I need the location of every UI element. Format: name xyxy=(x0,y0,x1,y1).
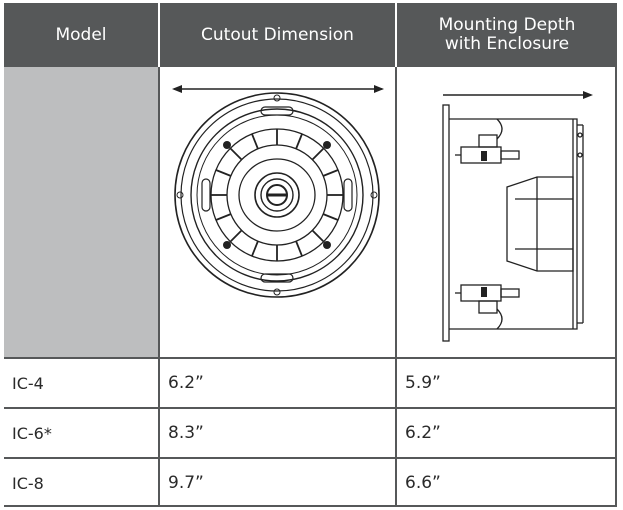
grid-line xyxy=(395,3,397,67)
table-row-model: IC-8 xyxy=(4,459,158,507)
grid-line xyxy=(615,67,617,507)
table-row-model: IC-4 xyxy=(4,359,158,407)
speaker-front-view-icon xyxy=(172,85,384,298)
cutout-diagram-cell xyxy=(160,67,395,357)
table-row-depth: 6.2” xyxy=(397,409,617,457)
grid-line xyxy=(395,3,397,507)
header-mounting-depth: Mounting Depth with Enclosure xyxy=(397,3,617,67)
grid-line xyxy=(4,407,617,409)
grid-line xyxy=(4,505,617,507)
table-row-cutout: 9.7” xyxy=(160,459,395,507)
table-row-depth: 5.9” xyxy=(397,359,617,407)
header-model: Model xyxy=(4,3,158,67)
speaker-side-view-icon xyxy=(442,91,593,342)
depth-diagram-cell xyxy=(397,67,617,357)
grid-line xyxy=(4,457,617,459)
table-row-cutout: 6.2” xyxy=(160,359,395,407)
grid-line xyxy=(4,357,617,359)
spec-table: Model Cutout Dimension Mounting Depth wi… xyxy=(4,3,617,507)
table-row-cutout: 8.3” xyxy=(160,409,395,457)
table-row-model: IC-6* xyxy=(4,409,158,457)
empty-model-cell xyxy=(4,67,158,357)
grid-line xyxy=(158,3,160,67)
grid-line xyxy=(158,3,160,507)
table-row-depth: 6.6” xyxy=(397,459,617,507)
header-cutout-dimension: Cutout Dimension xyxy=(160,3,395,67)
